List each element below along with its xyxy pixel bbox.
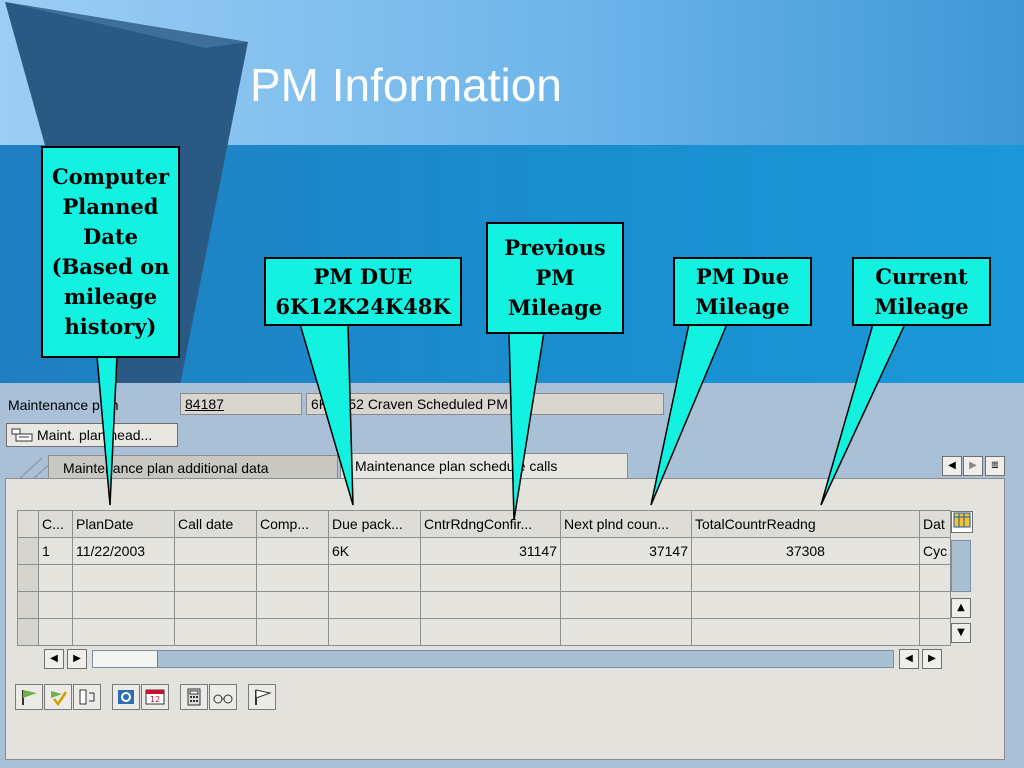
table-cell[interactable] [420, 564, 561, 592]
table-cell[interactable] [174, 618, 257, 646]
table-cell[interactable]: 11/22/2003 [72, 537, 175, 565]
column-header[interactable]: PlanDate [72, 510, 175, 538]
table-row[interactable] [17, 591, 952, 619]
table-cell[interactable] [918, 564, 952, 592]
tab-additional-data[interactable]: Maintenance plan additional data [48, 455, 338, 479]
table-row[interactable] [17, 618, 952, 646]
maintenance-plan-label: Maintenance plan [8, 397, 119, 413]
callout-computer-planned-date: Computer Planned Date (Based on mileage … [41, 146, 180, 358]
tab-list-icon[interactable]: ≣ [985, 456, 1005, 476]
scroll-right-page-icon[interactable]: ▶ [922, 649, 942, 669]
scroll-right-column-icon[interactable]: ▶ [67, 649, 87, 669]
column-header[interactable]: Next plnd coun... [560, 510, 692, 538]
table-cell[interactable] [560, 618, 692, 646]
scroll-up-icon[interactable]: ▲ [951, 598, 971, 618]
table-cell[interactable]: 37308 [691, 537, 920, 565]
horizontal-scrollbar[interactable] [92, 650, 894, 668]
callout-text: Previous PM Mileage [504, 235, 606, 320]
maint-plan-header-label: Maint. plan head... [37, 427, 153, 443]
table-cell[interactable]: 37147 [560, 537, 692, 565]
table-cell[interactable] [256, 618, 329, 646]
table-settings-icon[interactable] [951, 511, 973, 533]
column-header[interactable]: Due pack... [328, 510, 421, 538]
callout-current-mileage: Current Mileage [852, 257, 991, 326]
callout-previous-pm-mileage: Previous PM Mileage [486, 222, 624, 334]
callout-text: PM Due Mileage [695, 263, 790, 319]
table-cell[interactable] [38, 564, 73, 592]
callout-text: PM DUE 6K12K24K48K [275, 263, 451, 319]
glasses-icon[interactable] [209, 684, 237, 710]
table-cell[interactable] [72, 591, 175, 619]
check-flag-icon[interactable] [44, 684, 72, 710]
table-cell[interactable] [691, 618, 920, 646]
column-header[interactable]: TotalCountrReadng [691, 510, 920, 538]
table-cell[interactable] [918, 591, 952, 619]
table-cell[interactable] [328, 591, 421, 619]
flag-outline-icon[interactable] [248, 684, 276, 710]
flag-icon[interactable] [15, 684, 43, 710]
vertical-scrollbar-track[interactable] [951, 540, 971, 592]
table-cell[interactable] [328, 564, 421, 592]
tab-schedule-calls[interactable]: Maintenance plan schedule calls [340, 453, 628, 479]
maintenance-plan-description-field: 6K-0152 Craven Scheduled PM [306, 393, 664, 415]
table-cell[interactable]: Cyc [918, 537, 952, 565]
refresh-icon[interactable] [112, 684, 140, 710]
table-cell[interactable] [420, 618, 561, 646]
plan-header-icon [11, 428, 33, 442]
horizontal-scroll-thumb[interactable] [93, 651, 158, 667]
slide-title: PM Information [250, 59, 562, 111]
table-cell[interactable] [174, 591, 257, 619]
column-header[interactable]: C... [38, 510, 73, 538]
table-cell[interactable] [256, 591, 329, 619]
table-cell[interactable]: 6K [328, 537, 421, 565]
table-cell[interactable] [256, 537, 329, 565]
table-header-row: C... PlanDate Call date Comp... Due pack… [17, 510, 952, 538]
callout-text: Current Mileage [874, 263, 969, 319]
row-selector[interactable] [17, 591, 39, 619]
column-header[interactable]: CntrRdngConfir... [420, 510, 561, 538]
tab-schedule-calls-label: Maintenance plan schedule calls [355, 458, 558, 474]
scroll-left-column-icon[interactable]: ◀ [44, 649, 64, 669]
scroll-left-icon[interactable]: ◀ [942, 456, 962, 476]
column-header[interactable]: Dat [918, 510, 952, 538]
tab-additional-data-label: Maintenance plan additional data [63, 460, 269, 476]
callout-pm-due-mileage: PM Due Mileage [673, 257, 812, 326]
maint-plan-header-button[interactable]: Maint. plan head... [6, 423, 178, 447]
svg-text:12: 12 [150, 695, 160, 704]
callout-pm-due: PM DUE 6K12K24K48K [264, 257, 462, 326]
column-header[interactable]: Call date [174, 510, 257, 538]
table-cell[interactable] [38, 591, 73, 619]
calculator-icon[interactable] [180, 684, 208, 710]
table-row[interactable]: 1 11/22/2003 6K 31147 37147 37308 Cyc [17, 537, 952, 565]
scroll-down-icon[interactable]: ▼ [951, 623, 971, 643]
column-header[interactable]: Comp... [256, 510, 329, 538]
callout-text: Computer Planned Date (Based on mileage … [51, 164, 170, 339]
maintenance-plan-number-field[interactable]: 84187 [180, 393, 302, 415]
scroll-left-page-icon[interactable]: ◀ [899, 649, 919, 669]
calendar-icon[interactable]: 12 [141, 684, 169, 710]
table-cell[interactable] [918, 618, 952, 646]
table-cell[interactable] [328, 618, 421, 646]
list-icon[interactable] [73, 684, 101, 710]
scroll-right-icon[interactable]: ▶ [963, 456, 983, 476]
table-cell[interactable]: 1 [38, 537, 73, 565]
schedule-calls-table: C... PlanDate Call date Comp... Due pack… [17, 510, 952, 646]
table-cell[interactable] [691, 591, 920, 619]
